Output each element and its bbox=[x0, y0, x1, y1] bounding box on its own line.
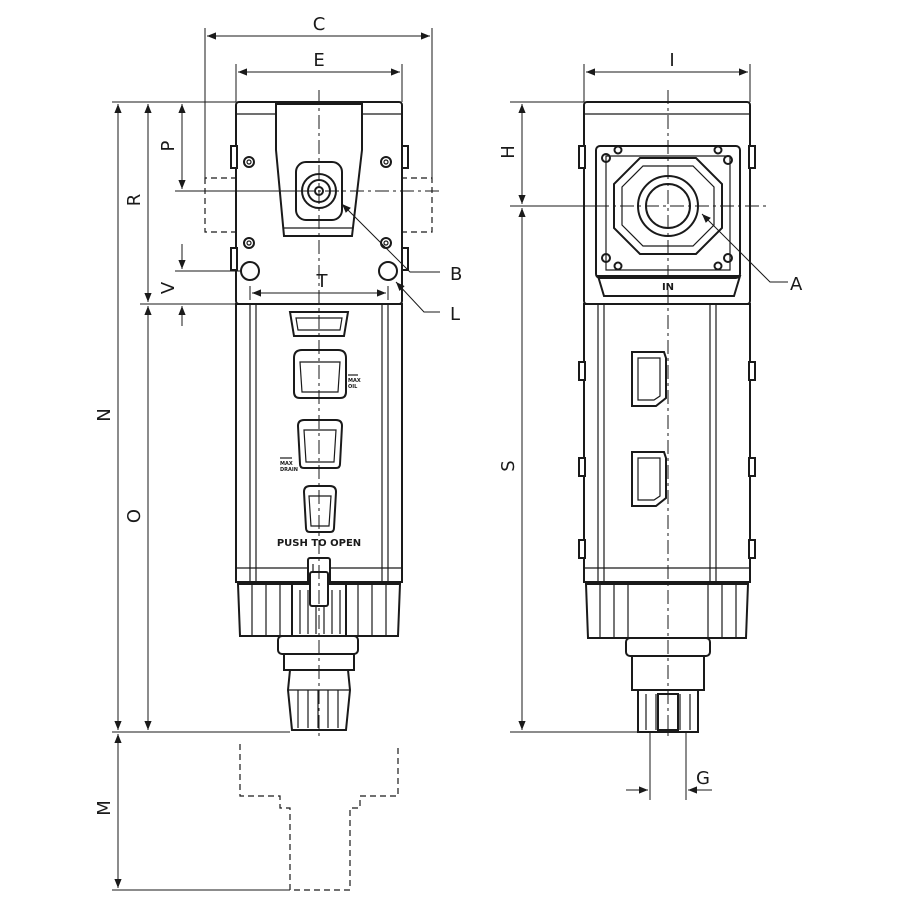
dim-c-label: C bbox=[313, 14, 326, 35]
dim-r-label: R bbox=[124, 194, 145, 207]
in-port-label: IN bbox=[662, 282, 674, 293]
front-dimensions: C E T P R V N O M bbox=[94, 14, 462, 891]
drain-neck bbox=[277, 635, 359, 655]
side-dimensions: I H S G A bbox=[498, 50, 803, 800]
max-drain-label-2: DRAIN bbox=[280, 467, 298, 473]
mounting-hole-left bbox=[240, 261, 260, 281]
side-head-block bbox=[583, 101, 751, 305]
dim-e-label: E bbox=[313, 50, 324, 71]
inlet-port-octagon bbox=[613, 157, 723, 255]
side-bowl-ring bbox=[584, 583, 750, 639]
dim-m-label: M bbox=[94, 800, 115, 816]
bowl-removal-envelope bbox=[239, 744, 399, 891]
front-view: MAX OIL MAX DRAIN PUSH TO OPEN bbox=[200, 90, 440, 891]
dim-p-label: P bbox=[158, 140, 179, 151]
dim-t-label: T bbox=[316, 271, 329, 292]
max-oil-label-1: MAX bbox=[348, 378, 361, 384]
mounting-hole-right bbox=[378, 261, 398, 281]
dim-s-label: S bbox=[498, 460, 519, 471]
side-bowl bbox=[583, 303, 751, 583]
dim-v-label: V bbox=[158, 281, 179, 294]
dim-g-label: G bbox=[696, 768, 710, 789]
dim-o-label: O bbox=[124, 509, 145, 523]
dim-i-label: I bbox=[669, 50, 674, 71]
callout-l-label: L bbox=[450, 304, 460, 325]
max-oil-label-2: OIL bbox=[348, 384, 358, 390]
dim-h-label: H bbox=[498, 145, 519, 159]
dim-n-label: N bbox=[94, 408, 115, 421]
side-view: IN bbox=[570, 90, 770, 740]
max-drain-label-1: MAX bbox=[280, 461, 293, 467]
callout-a-label: A bbox=[790, 274, 803, 295]
callout-b-label: B bbox=[450, 264, 462, 285]
